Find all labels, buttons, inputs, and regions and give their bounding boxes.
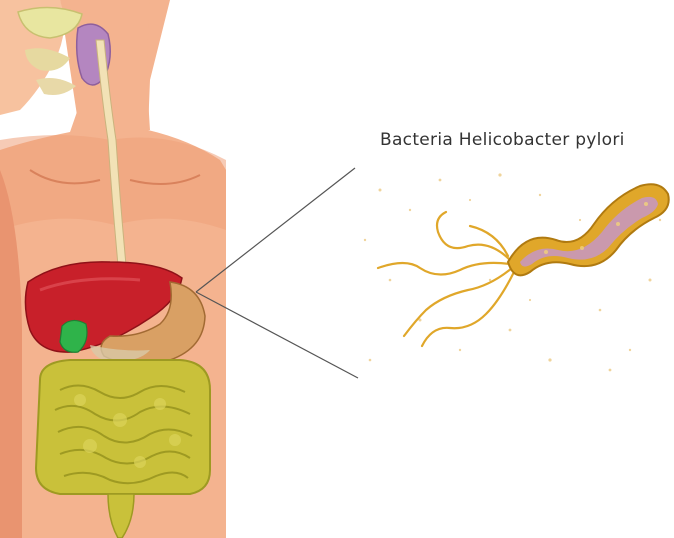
gallbladder xyxy=(60,320,87,352)
bacteria-caption: Bacteria Helicobacter pylori xyxy=(380,130,625,150)
flagella xyxy=(378,212,514,346)
large-intestine xyxy=(36,360,210,494)
digestive-system-illustration xyxy=(0,0,226,538)
helicobacter-pylori-illustration xyxy=(350,160,674,390)
